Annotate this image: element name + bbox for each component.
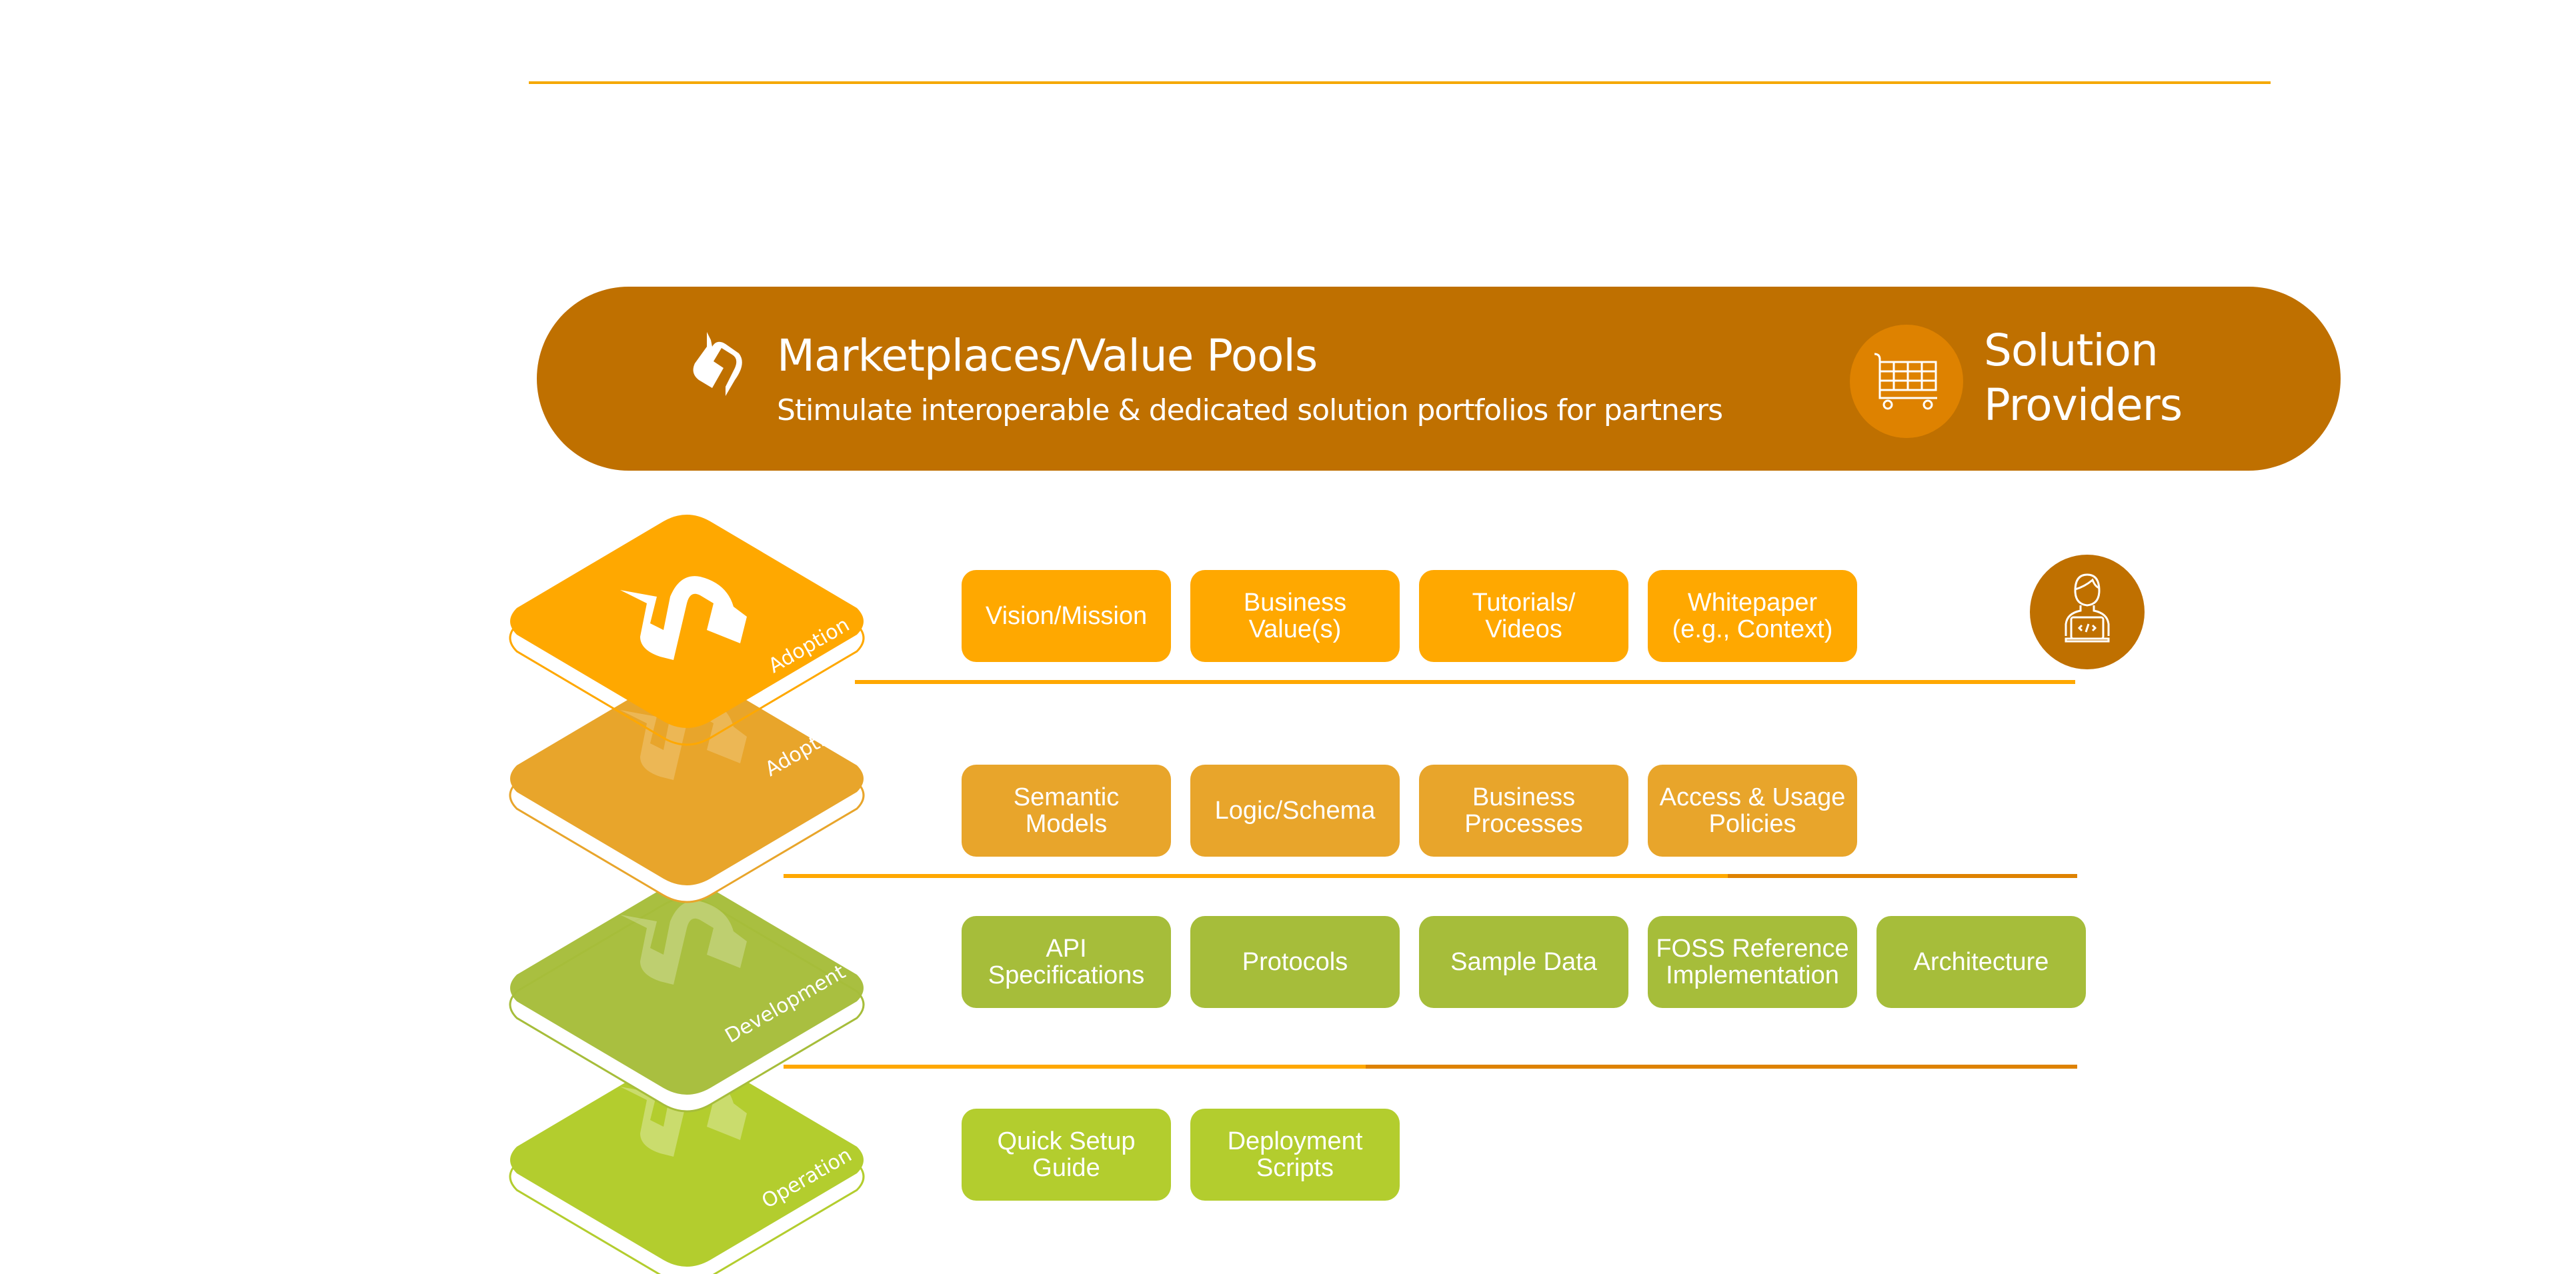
row-separator-3	[784, 1065, 2077, 1069]
layer-adoption-secondary: Adoption	[509, 672, 865, 903]
developer-laptop-icon	[2065, 573, 2110, 643]
item-foss-reference-implementation[interactable]: FOSS Reference Implementation	[1648, 916, 1857, 1008]
catena-x-logo-icon	[687, 327, 754, 400]
item-business-values[interactable]: Business Value(s)	[1190, 570, 1400, 662]
layer-adoption-primary: Adoption	[509, 515, 865, 746]
marketplaces-banner	[537, 287, 2341, 471]
item-sample-data[interactable]: Sample Data	[1419, 916, 1628, 1008]
top-divider	[529, 81, 2271, 84]
solution-providers-line1: Solution	[1984, 325, 2159, 376]
banner-subtitle: Stimulate interoperable & dedicated solu…	[777, 393, 1723, 427]
item-tutorials-videos[interactable]: Tutorials/ Videos	[1419, 570, 1628, 662]
row-separator-2	[784, 874, 2077, 878]
solution-providers-label: Solution Providers	[1984, 323, 2183, 433]
layer-stack: Operation Development Adoption	[503, 503, 877, 1274]
layer-development: Development	[509, 881, 865, 1113]
item-vision-mission[interactable]: Vision/Mission	[962, 570, 1171, 662]
item-access-usage-policies[interactable]: Access & Usage Policies	[1648, 765, 1857, 857]
item-semantic-models[interactable]: Semantic Models	[962, 765, 1171, 857]
shopping-cart-icon	[1874, 353, 1937, 410]
solution-providers-badge	[1850, 325, 1963, 438]
banner-title: Marketplaces/Value Pools	[777, 330, 1318, 381]
item-protocols[interactable]: Protocols	[1190, 916, 1400, 1008]
item-deployment-scripts[interactable]: Deployment Scripts	[1190, 1109, 1400, 1201]
item-whitepaper[interactable]: Whitepaper (e.g., Context)	[1648, 570, 1857, 662]
solution-providers-line2: Providers	[1984, 379, 2183, 431]
item-api-specifications[interactable]: API Specifications	[962, 916, 1171, 1008]
developer-badge	[2030, 555, 2145, 669]
row-separator-1	[855, 680, 2075, 684]
item-quick-setup-guide[interactable]: Quick Setup Guide	[962, 1109, 1171, 1201]
item-business-processes[interactable]: Business Processes	[1419, 765, 1628, 857]
item-logic-schema[interactable]: Logic/Schema	[1190, 765, 1400, 857]
item-architecture[interactable]: Architecture	[1876, 916, 2086, 1008]
catena-x-logo-icon	[620, 576, 747, 660]
